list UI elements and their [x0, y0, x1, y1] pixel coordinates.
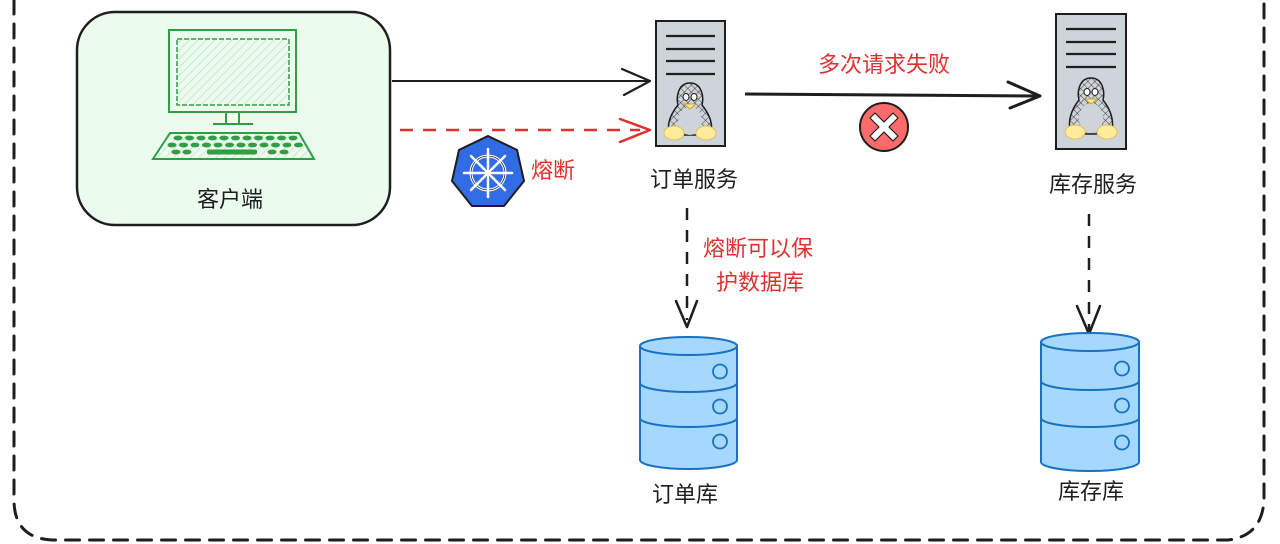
edge-order-to-orderdb: 熔断可以保 护数据库 — [674, 208, 813, 329]
keyboard-key — [236, 142, 246, 148]
keyboard-key — [279, 149, 289, 155]
inventory-db-label: 库存库 — [1058, 480, 1124, 505]
database-indicator — [1114, 434, 1130, 451]
linux-server-icon — [1055, 13, 1127, 150]
database-divider — [639, 417, 738, 428]
order-db-node[interactable]: 订单库 — [639, 336, 738, 508]
kubernetes-helm-icon — [450, 134, 526, 207]
database-divider — [1040, 380, 1140, 391]
client-box — [75, 10, 392, 227]
edge-client-to-order-breaker — [400, 117, 652, 144]
keyboard-key — [173, 135, 183, 141]
linux-server-icon — [655, 20, 726, 147]
order-db-label: 订单库 — [652, 483, 718, 508]
keyboard-key — [185, 135, 194, 141]
keyboard-spacebar — [207, 149, 257, 155]
database-indicator — [712, 433, 728, 450]
database-icon — [639, 336, 738, 470]
keyboard-key — [271, 142, 280, 148]
database-indicator — [712, 363, 728, 380]
failure-label: 多次请求失败 — [818, 53, 950, 78]
database-body — [639, 345, 738, 470]
keyboard-key — [267, 149, 277, 155]
database-indicator — [712, 398, 728, 415]
keyboard-key — [179, 142, 188, 148]
keyboard-key — [265, 135, 275, 141]
order-service-node[interactable]: 订单服务 — [650, 20, 738, 193]
keyboard-key — [254, 135, 263, 141]
keyboard-key — [196, 135, 206, 141]
database-top — [1040, 332, 1140, 352]
keyboard-key — [282, 142, 292, 148]
helm-spoke — [489, 174, 507, 192]
keyboard-key — [259, 142, 269, 148]
inventory-service-label: 库存服务 — [1049, 173, 1137, 198]
keyboard-key — [202, 142, 211, 148]
database-icon — [1040, 332, 1140, 472]
keyboard-key — [277, 135, 286, 141]
order-service-label: 订单服务 — [650, 168, 738, 193]
keyboard-key — [167, 142, 177, 148]
keyboard-key — [219, 135, 229, 141]
client-label: 客户端 — [197, 188, 263, 213]
keyboard-key — [208, 135, 217, 141]
protect-label-line2: 护数据库 — [716, 271, 804, 296]
keyboard-key — [190, 142, 200, 148]
client-node[interactable]: 客户端 — [75, 10, 392, 227]
database-divider — [1040, 417, 1140, 428]
system-boundary — [12, 0, 1266, 542]
keyboard-key — [171, 149, 181, 155]
helm-spoke — [469, 174, 487, 192]
protect-label-line1: 熔断可以保 — [703, 237, 813, 262]
edge-order-to-inventory: 多次请求失败 — [744, 53, 1042, 110]
helm-spoke — [489, 154, 507, 172]
breaker-label: 熔断 — [531, 159, 575, 184]
keyboard-key — [248, 142, 257, 148]
tux-penguin-icon — [663, 82, 717, 141]
edge-inventory-to-inventorydb — [1075, 214, 1102, 336]
keyboard-key — [231, 135, 240, 141]
keyboard-key — [182, 149, 192, 155]
desktop-computer-icon — [151, 29, 316, 160]
keyboard-key — [294, 142, 303, 148]
database-divider — [639, 382, 738, 393]
inventory-db-node[interactable]: 库存库 — [1040, 332, 1140, 505]
keyboard-key — [242, 135, 252, 141]
database-top — [639, 336, 738, 356]
helm-spoke — [469, 154, 487, 172]
error-x-icon — [859, 102, 909, 152]
keyboard-key — [225, 142, 234, 148]
tux-penguin-icon — [1064, 77, 1118, 140]
database-indicator — [1114, 397, 1130, 414]
edge-client-to-order — [392, 67, 652, 97]
circuit-breaker-annotation[interactable]: 熔断 — [450, 134, 575, 207]
keyboard-key — [288, 135, 298, 141]
keyboard-key — [213, 142, 223, 148]
database-indicator — [1114, 360, 1130, 377]
database-body — [1040, 341, 1140, 472]
inventory-service-node[interactable]: 库存服务 — [1049, 13, 1137, 198]
